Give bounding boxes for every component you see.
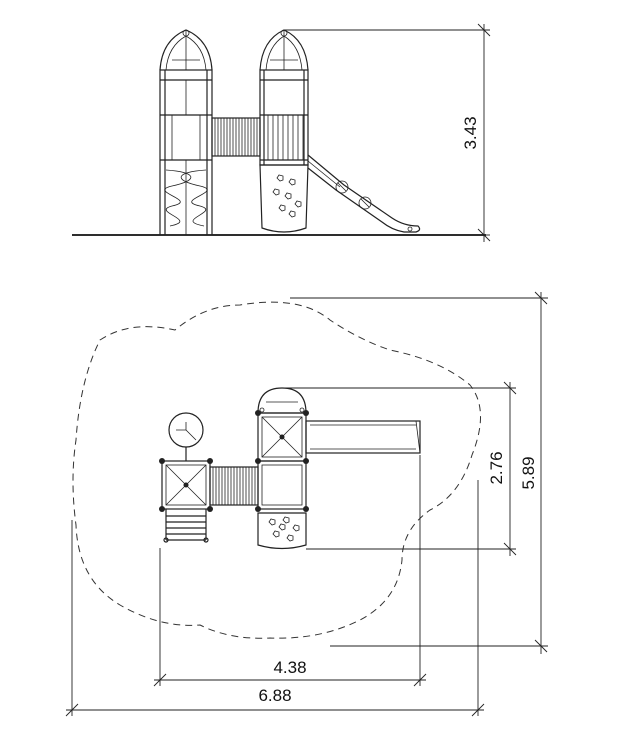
climbing-wall (259, 164, 309, 233)
left-deck (159, 458, 213, 512)
slide-plan (305, 420, 421, 454)
elevation-view: 3.43 (72, 23, 491, 242)
outer-depth-label: 5.89 (519, 456, 538, 489)
right-deck (255, 387, 309, 550)
ladder (163, 509, 209, 543)
outer-width-dimension: 6.88 (65, 686, 485, 717)
safety-zone-outline (72, 301, 481, 639)
outer-width-label: 6.88 (258, 686, 291, 705)
slide (307, 154, 421, 233)
spinner (168, 412, 204, 461)
left-tower (159, 29, 213, 236)
height-label: 3.43 (461, 116, 480, 149)
inner-width-label: 4.38 (273, 658, 306, 677)
height-dimension: 3.43 (284, 23, 491, 242)
inner-depth-label: 2.76 (487, 451, 506, 484)
tube-plan (209, 466, 259, 506)
outer-depth-dimension: 5.89 (519, 291, 548, 654)
right-tower (259, 29, 309, 233)
tube-bridge (211, 117, 261, 157)
plan-view: 2.76 5.89 4.38 6.88 (65, 291, 548, 717)
inner-depth-dimension: 2.76 (487, 381, 517, 556)
inner-width-dimension: 4.38 (153, 658, 427, 687)
